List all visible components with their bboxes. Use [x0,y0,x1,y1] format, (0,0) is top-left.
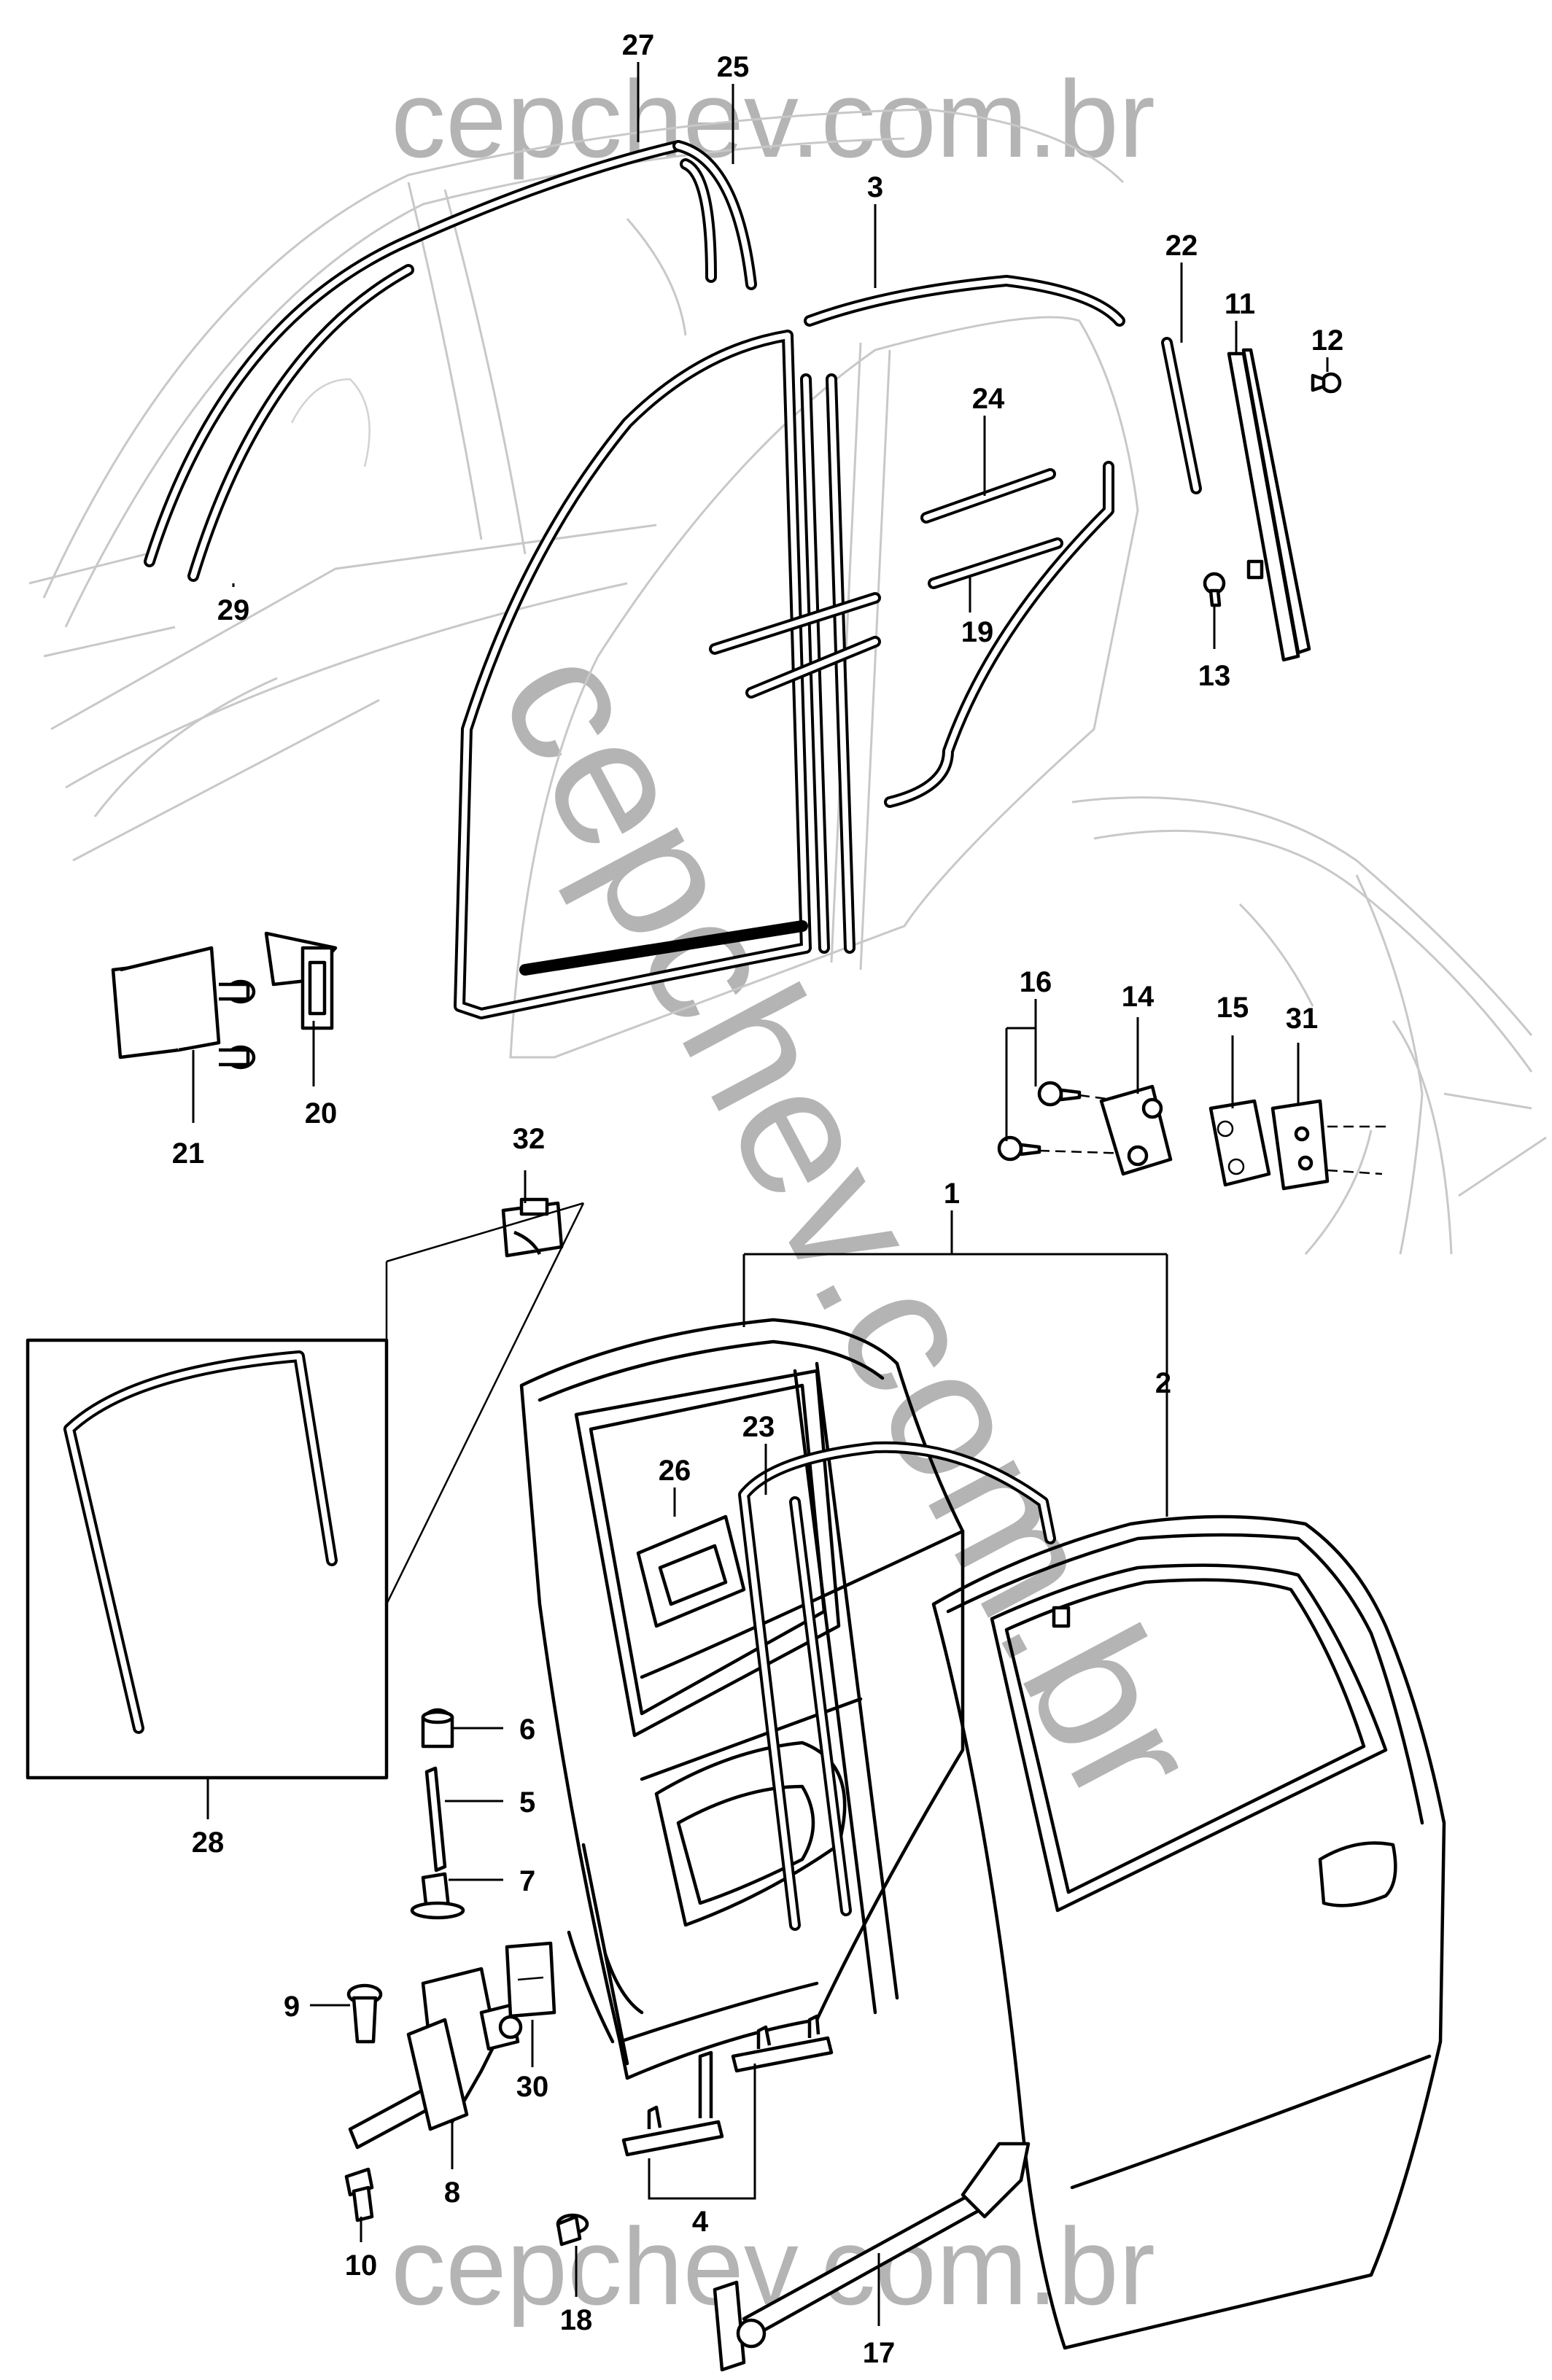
callout-11: 11 [1225,288,1255,320]
callout-12: 12 [1311,324,1344,357]
car-body-outline-upper [28,108,1125,862]
screw-10-icon [344,2167,374,2222]
belt-moldings [519,468,1063,976]
callout-27: 27 [622,29,655,61]
callout-6: 6 [519,1714,535,1746]
callout-26: 26 [659,1455,691,1487]
inset-glass-run [26,1202,585,1780]
callout-20: 20 [305,1097,338,1129]
screw-16b-icon [997,1135,1041,1162]
callout-19: 19 [961,616,994,648]
callout-32: 32 [513,1123,546,1155]
striker-group [997,1081,1389,1191]
callout-14: 14 [1122,981,1155,1013]
callout-30: 30 [516,2071,549,2103]
roof-rail-seals [144,140,757,582]
callout-31: 31 [1286,1003,1319,1035]
callout-7: 7 [519,1865,535,1897]
car-body-outline-right [1071,796,1547,1255]
callout-10: 10 [345,2249,378,2282]
callout-29: 29 [217,594,250,626]
door-hinges [111,931,338,1070]
door-inner-panel [519,1318,965,2080]
callout-21: 21 [172,1138,205,1170]
callout-8: 8 [444,2177,460,2209]
callout-5: 5 [519,1786,535,1819]
callout-1: 1 [944,1178,960,1210]
callout-23: 23 [742,1411,775,1443]
screw-9-icon [346,1983,383,2044]
door-check [344,1941,556,2222]
callout-16: 16 [1020,966,1052,998]
screw-13-icon [1203,572,1226,607]
leader-lines [192,62,1329,2326]
callout-labels: 27 25 3 22 11 12 24 19 13 29 20 21 16 14… [172,29,1344,2369]
callout-13: 13 [1198,660,1231,692]
screw-18-icon [556,2213,589,2247]
screw-16a-icon [1037,1081,1082,1107]
callout-18: 18 [560,2304,593,2336]
callout-24: 24 [972,383,1005,415]
callout-2: 2 [1155,1367,1171,1399]
lower-parts [556,2014,1031,2372]
callout-4: 4 [692,2206,709,2238]
pin-parts [410,1708,465,1920]
callout-22: 22 [1165,230,1198,262]
run-channel-parts [1161,337,1342,662]
callout-9: 9 [284,1991,300,2023]
clip-32 [501,1197,564,1258]
callout-15: 15 [1217,992,1249,1024]
callout-28: 28 [192,1827,225,1859]
callout-25: 25 [717,51,750,83]
screw-12-icon [1311,372,1342,394]
callout-17: 17 [863,2337,896,2369]
callout-3: 3 [867,171,883,203]
door-outer-panel [931,1514,1446,2350]
